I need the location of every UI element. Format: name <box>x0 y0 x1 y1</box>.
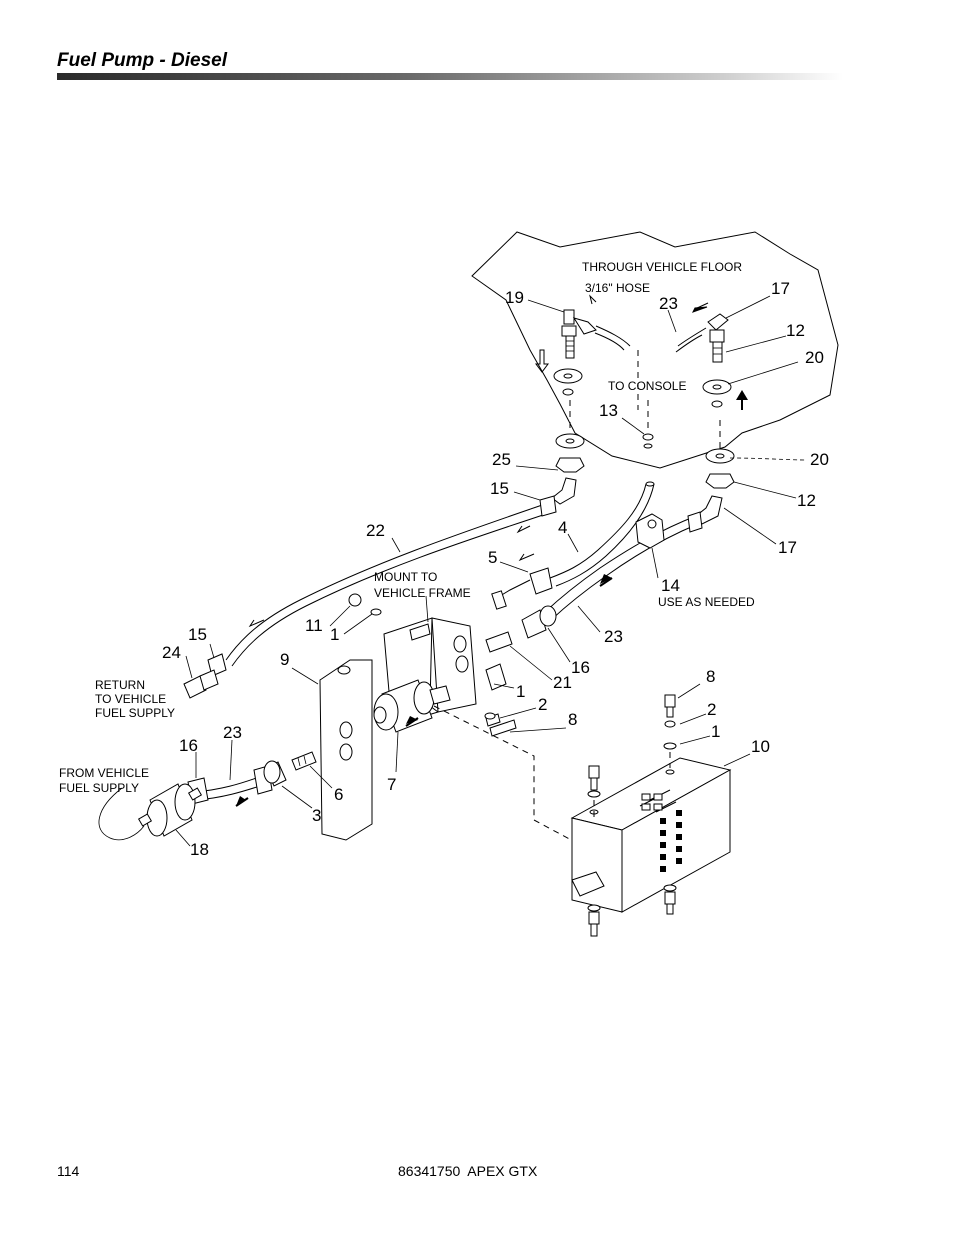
callout-12-lower: 12 <box>797 491 816 510</box>
elbow-15-top <box>551 477 577 505</box>
callout-23-outlet: 23 <box>604 627 623 646</box>
callout-23-inlet: 23 <box>223 723 242 742</box>
callout-15-return: 15 <box>188 625 207 644</box>
connector-5 <box>529 567 553 595</box>
callout-2-pump: 2 <box>538 695 547 714</box>
bolt-8-right <box>664 694 676 708</box>
callout-1-cover: 1 <box>711 722 720 741</box>
callout-2-cover: 2 <box>707 700 716 719</box>
callout-4: 4 <box>558 518 567 537</box>
callout-3: 3 <box>312 806 321 825</box>
callout-20-lower: 20 <box>810 450 829 469</box>
note-mount-2: VEHICLE FRAME <box>374 586 471 600</box>
callout-17-top: 17 <box>771 279 790 298</box>
hose-4 <box>549 483 647 579</box>
hose-19 <box>595 325 631 347</box>
callout-18: 18 <box>190 840 209 859</box>
page-number: 114 <box>57 1163 80 1179</box>
note-return-2: TO VEHICLE <box>95 692 166 706</box>
fitting-24 <box>183 669 219 699</box>
callout-7: 7 <box>387 775 396 794</box>
hose-23-outlet <box>544 515 697 613</box>
hose-22 <box>225 502 549 661</box>
callout-5: 5 <box>488 548 497 567</box>
callout-20-top: 20 <box>805 348 824 367</box>
note-from-2: FUEL SUPPLY <box>59 781 139 795</box>
callout-8-cover: 8 <box>706 667 715 686</box>
callout-13: 13 <box>599 401 618 420</box>
callout-6: 6 <box>334 785 343 804</box>
document-id: 86341750 APEX GTX <box>398 1163 538 1179</box>
note-return-3: FUEL SUPPLY <box>95 706 175 720</box>
callout-22: 22 <box>366 521 385 540</box>
fitting-17-right <box>707 313 729 363</box>
callout-8-pump: 8 <box>568 710 577 729</box>
note-through-floor: THROUGH VEHICLE FLOOR <box>582 260 742 274</box>
vehicle-floor-outline <box>471 231 839 469</box>
title-rule <box>57 73 843 80</box>
filter-18 <box>137 783 203 837</box>
callout-14: 14 <box>661 576 680 595</box>
callout-21: 21 <box>553 673 572 692</box>
callout-24: 24 <box>162 643 181 662</box>
note-use-as-needed: USE AS NEEDED <box>658 595 755 609</box>
page-title: Fuel Pump - Diesel <box>57 50 227 71</box>
leader-lines <box>98 295 807 847</box>
note-return-1: RETURN <box>95 678 145 692</box>
callout-16-outlet: 16 <box>571 658 590 677</box>
callout-1-bracket: 1 <box>330 625 339 644</box>
callout-11: 11 <box>305 616 323 635</box>
callout-1-pump: 1 <box>516 682 525 701</box>
callout-10: 10 <box>751 737 770 756</box>
callout-12-top: 12 <box>786 321 805 340</box>
callout-9: 9 <box>280 650 289 669</box>
note-mount-1: MOUNT TO <box>374 570 437 584</box>
fuel-pump-7 <box>373 679 451 733</box>
callout-15-top: 15 <box>490 479 509 498</box>
note-from-1: FROM VEHICLE <box>59 766 149 780</box>
note-hose-size: 3/16" HOSE <box>585 281 650 295</box>
callout-17-lower: 17 <box>778 538 797 557</box>
callout-25: 25 <box>492 450 511 469</box>
fitting-19 <box>561 309 597 359</box>
fitting-6 <box>291 751 317 771</box>
cover-10 <box>570 757 732 913</box>
callout-19: 19 <box>505 288 524 307</box>
callout-16-inlet: 16 <box>179 736 198 755</box>
note-to-console: TO CONSOLE <box>608 379 686 393</box>
clamp-14 <box>635 513 665 549</box>
callout-23-top: 23 <box>659 294 678 313</box>
